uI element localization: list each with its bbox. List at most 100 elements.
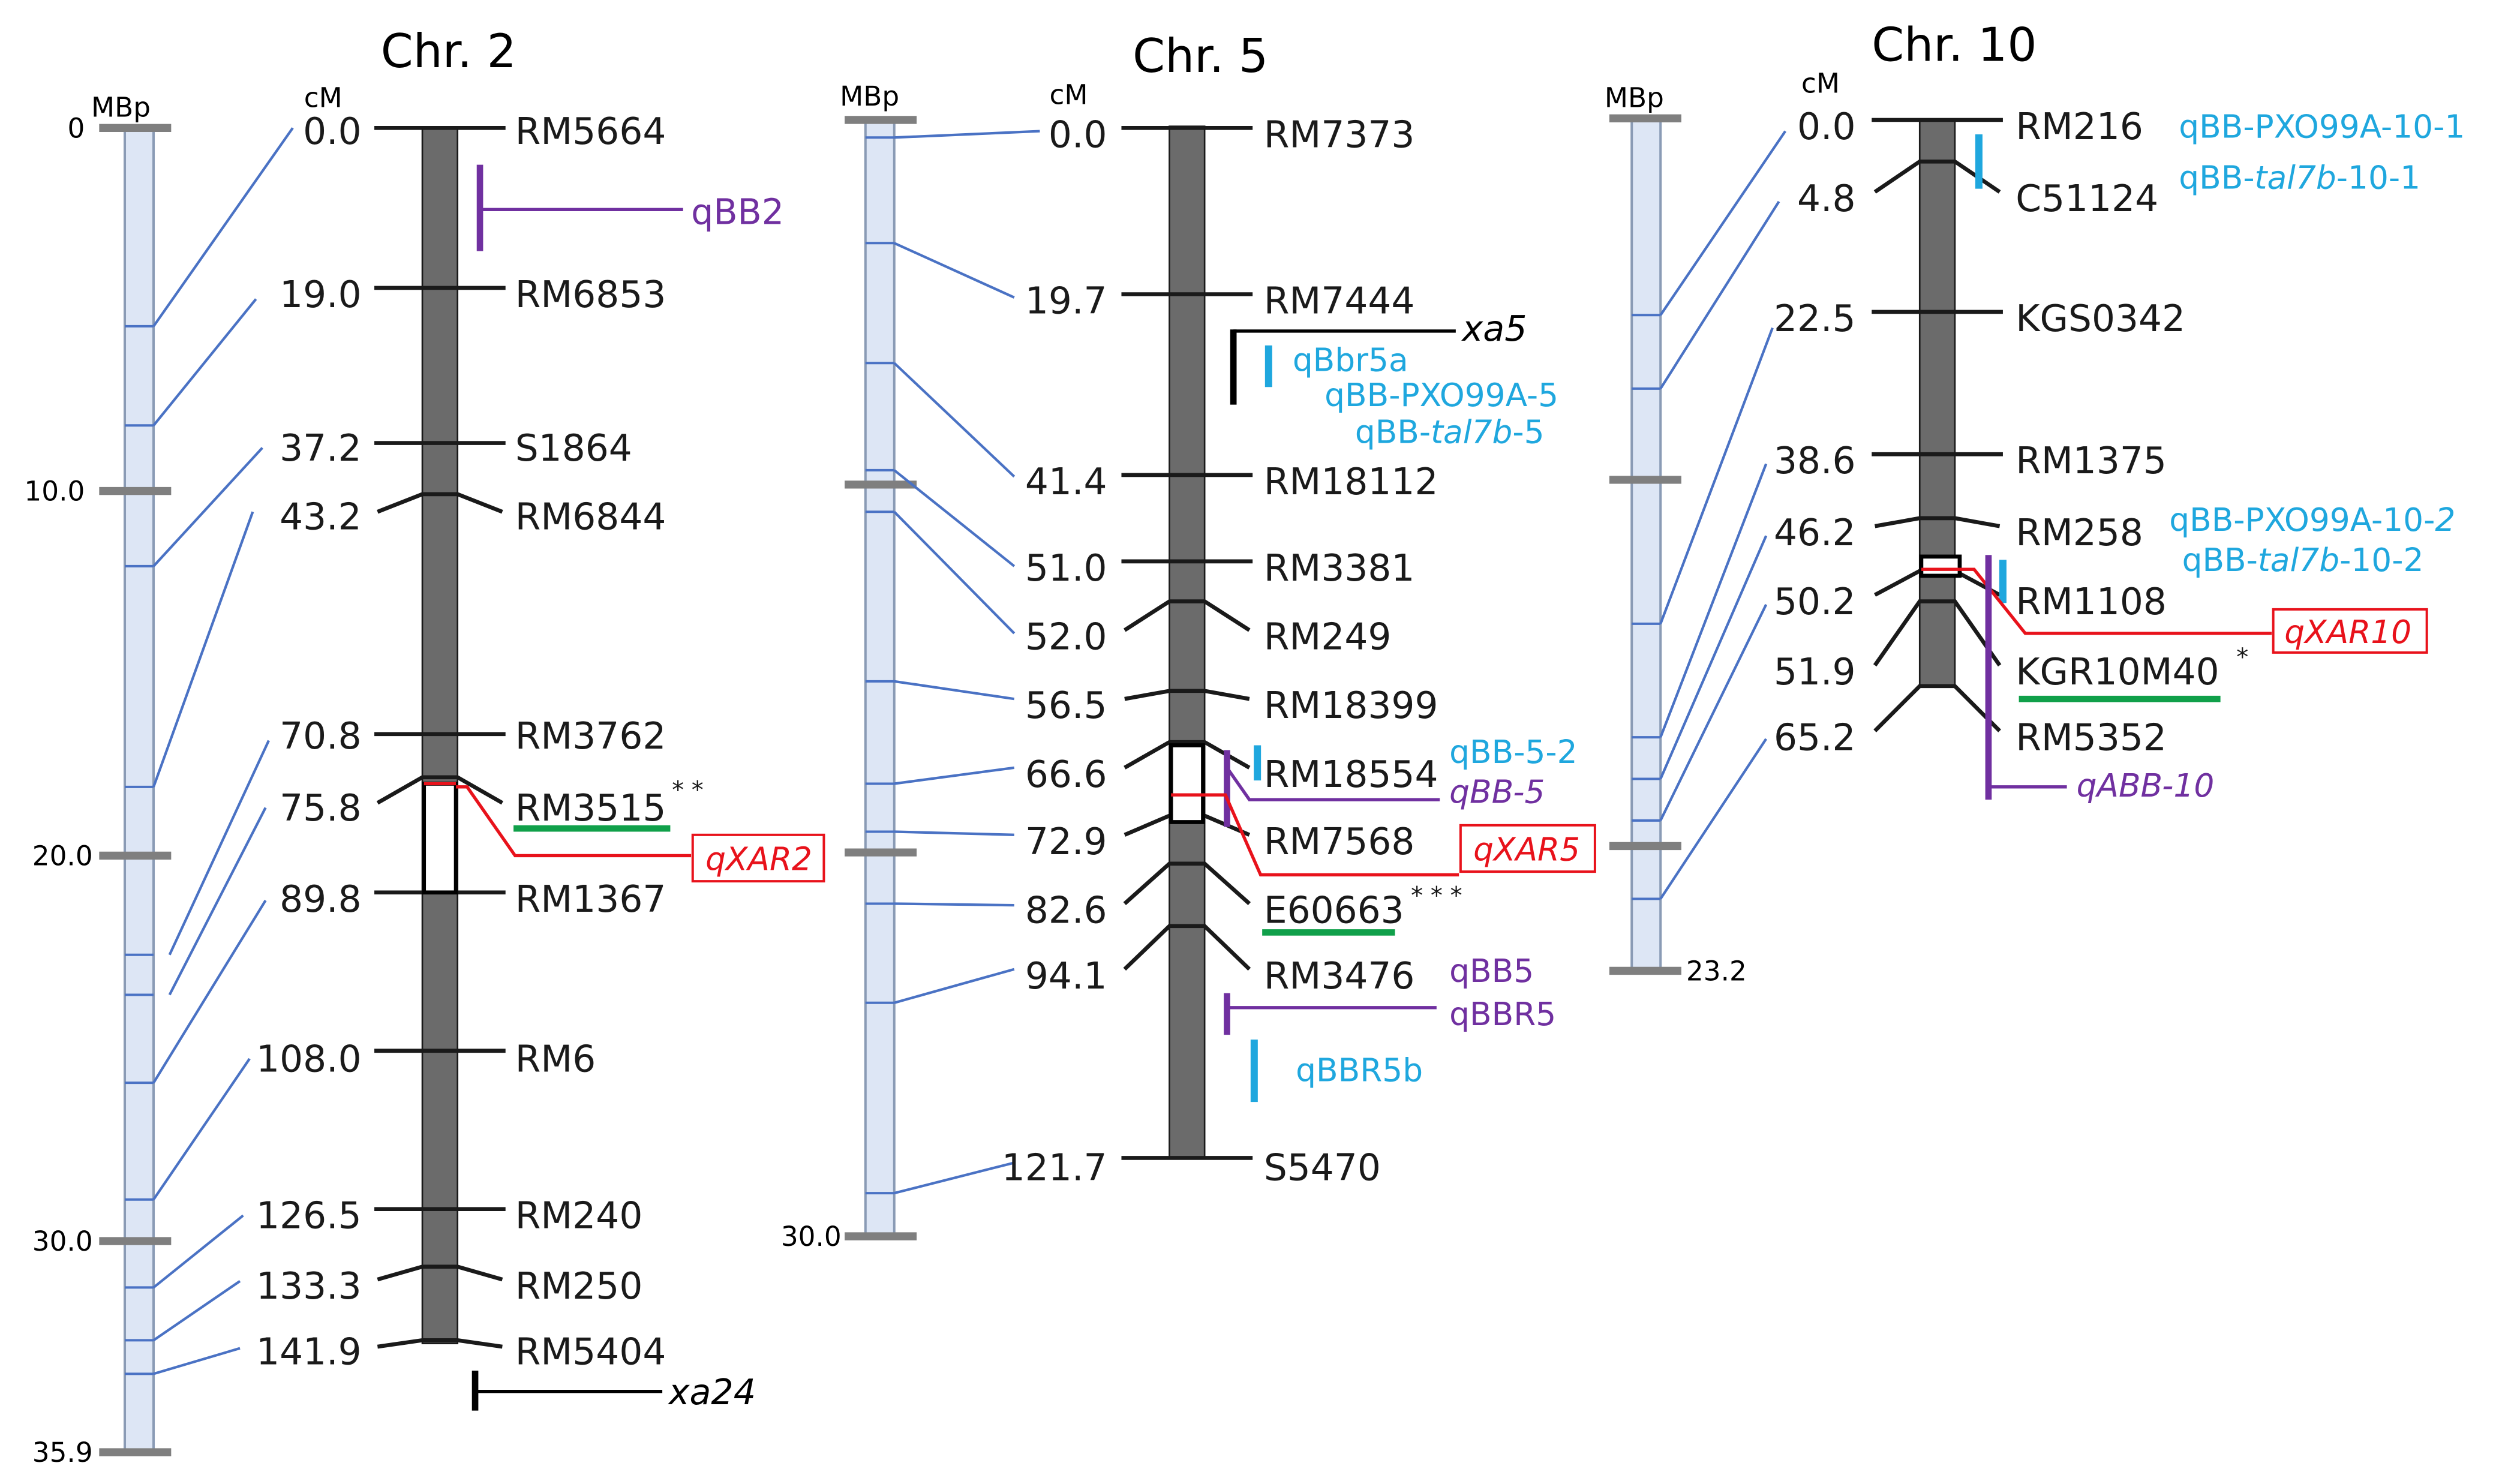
marker-name: RM5664 (515, 110, 666, 153)
qtl-label-mixed: qBB-tal7b-10-2 (2182, 541, 2424, 579)
cm-label: 126.5 (256, 1195, 362, 1237)
cm-label: 46.2 (1774, 512, 1856, 554)
qtl-qxar2: qXAR2 (456, 785, 825, 883)
qtl-label: qBB5 (1449, 952, 1534, 990)
marker-name: RM5404 (515, 1330, 666, 1373)
chromosome-2-panel: Chr. 2 MBp cM 0 10.0 20.0 30.0 35.9 (24, 25, 825, 1468)
qtl-label-box (2272, 608, 2428, 654)
qtl-interval-box-chr10 (1919, 554, 1962, 578)
mbp-ticks-chr5 (845, 116, 917, 1240)
qtl-label: qXAR2 (705, 840, 812, 878)
mbp-bar-chr5 (864, 118, 896, 1238)
mbp-tick-label: 20.0 (32, 840, 93, 872)
qtl-label: qBBR5b (1296, 1051, 1423, 1089)
mbp-axis-label-chr5: MBp (840, 80, 899, 112)
mbp-ticks-chr2 (99, 124, 172, 1456)
mbp-tick-label: 30.0 (781, 1221, 842, 1252)
qtl-label: qBB-5-2 (1449, 733, 1577, 771)
cm-label: 19.7 (1025, 280, 1107, 323)
qtl-label-mixed: qBB-tal7b-10-1 (2179, 159, 2420, 197)
qtl-label: qBB-PXO99A-10-1 (2179, 107, 2465, 145)
marker-name: RM18399 (1264, 684, 1438, 727)
cm-label: 37.2 (280, 427, 362, 470)
qtl-qxar10: qXAR10 (1959, 567, 2428, 654)
cm-label: 121.7 (1002, 1147, 1107, 1189)
marker-names-chr5: RM7373 RM7444 RM18112 RM3381 RM249 RM183… (1264, 113, 1438, 1189)
cm-label: 56.5 (1025, 684, 1107, 727)
marker-name: RM249 (1264, 616, 1392, 659)
marker-name: RM258 (2016, 512, 2143, 554)
mbp-inner-ticks-chr2 (125, 325, 154, 1375)
mbp-inner-ticks-chr5 (865, 136, 894, 1195)
marker-names-chr2: RM5664 RM6853 S1864 RM6844 RM3762 RM3515… (515, 110, 666, 1373)
qtl-interval-box-chr2 (422, 782, 458, 895)
marker-name: RM6844 (515, 496, 666, 539)
cm-labels-chr2: 0.0 19.0 37.2 43.2 70.8 75.8 89.8 108.0 … (256, 110, 362, 1373)
marker-name: S1864 (515, 427, 632, 470)
cm-axis-label-chr10: cM (1801, 68, 1840, 100)
chromosome-2-title: Chr. 2 (381, 25, 516, 79)
marker-names-chr10: RM216 C51124 KGS0342 RM1375 RM258 RM1108… (2016, 106, 2219, 759)
marker-name: RM3476 (1264, 955, 1415, 998)
marker-name: S5470 (1264, 1147, 1381, 1189)
mbp-tick-labels-chr2: 0 10.0 20.0 30.0 35.9 (24, 112, 92, 1468)
chromosome-bar-chr5 (1169, 125, 1206, 1159)
qtl-label: qBB-PXO99A-5 (1324, 376, 1558, 414)
qtl-label: qXAR10 (2284, 613, 2411, 651)
gene-label: xa24 (668, 1372, 756, 1413)
cm-label: 50.2 (1774, 581, 1856, 623)
cm-labels-chr5: 0.0 19.7 41.4 51.0 52.0 56.5 66.6 72.9 8… (1002, 113, 1107, 1189)
cm-label: 41.4 (1025, 461, 1107, 503)
mbp-axis-label-chr10: MBp (1605, 82, 1664, 114)
chromosome-10-panel: Chr. 10 MBp cM 23.2 (1605, 18, 2465, 987)
cm-axis-label-chr2: cM (304, 82, 343, 114)
qtl-label: qXAR5 (1473, 830, 1580, 868)
qtl-interval-box-chr5 (1169, 743, 1205, 824)
marker-name: RM6 (515, 1038, 596, 1080)
significance-asterisks: * * * (1411, 882, 1462, 909)
cm-label: 89.8 (280, 878, 362, 921)
cm-label: 52.0 (1025, 616, 1107, 659)
cm-label: 108.0 (256, 1038, 362, 1080)
cm-label: 70.8 (280, 715, 362, 758)
marker-name: RM5352 (2016, 717, 2167, 759)
marker-name: RM250 (515, 1265, 643, 1308)
chromosome-10-title: Chr. 10 (1872, 18, 2037, 72)
marker-name: RM1108 (2016, 581, 2167, 623)
marker-name: KGR10M40 (2016, 651, 2219, 693)
mbp-tick-label: 0 (67, 112, 85, 144)
marker-name: RM240 (515, 1195, 643, 1237)
cm-label: 72.9 (1025, 821, 1107, 863)
marker-name: RM1375 (2016, 440, 2167, 482)
qtl-qbb-5: qBB-5 (1224, 750, 1545, 827)
marker-name: RM18112 (1264, 461, 1438, 503)
mbp-tick-label: 35.9 (32, 1437, 93, 1468)
mbp-tick-label: 30.0 (32, 1225, 93, 1257)
qtl-label: qBB2 (691, 191, 784, 232)
qtl-label: qBBR5 (1449, 995, 1556, 1033)
significance-asterisks: * (2236, 644, 2248, 671)
mbp-cm-connectors-chr2 (152, 127, 294, 1375)
cm-label: 0.0 (1797, 106, 1856, 148)
marker-name: RM7373 (1264, 113, 1415, 156)
cm-label: 51.0 (1025, 547, 1107, 590)
mbp-ticks-chr10 (1609, 114, 1681, 975)
chromosome-bar-chr10 (1918, 119, 1956, 687)
mbp-cm-connectors-chr5 (893, 130, 1040, 1195)
mbp-cm-connectors-chr10 (1659, 130, 1787, 900)
qtl-qabb-10: qABB-10 (1985, 555, 2214, 804)
qtl-label-mixed: qBB-tal7b-5 (1355, 413, 1545, 451)
qtl-label: qBbr5a (1293, 341, 1408, 379)
chromosome-5-title: Chr. 5 (1133, 29, 1268, 83)
cm-label: 51.9 (1774, 651, 1856, 693)
cm-label: 38.6 (1774, 440, 1856, 482)
cm-axis-label-chr5: cM (1049, 79, 1088, 110)
marker-name: RM6853 (515, 274, 666, 316)
mbp-tick-label: 10.0 (24, 476, 85, 507)
marker-name: RM3381 (1264, 547, 1415, 590)
qtl-qxar5: qXAR5 (1203, 793, 1596, 877)
cm-label: 0.0 (303, 110, 362, 153)
cm-label: 82.6 (1025, 889, 1107, 932)
marker-name: C51124 (2016, 178, 2158, 220)
